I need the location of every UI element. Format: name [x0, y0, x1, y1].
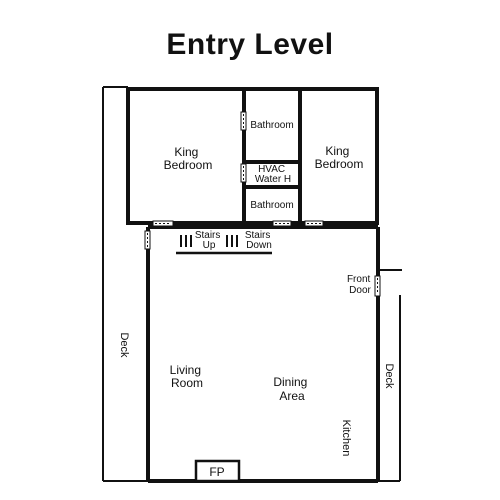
lower-walls [146, 225, 380, 483]
svg-text:King Bedroom: King Bedroom [164, 145, 213, 172]
svg-text:Living Room: Living Room [170, 363, 205, 390]
svg-text:Stairs Down: Stairs Down [245, 230, 273, 251]
door-hvac [240, 163, 247, 183]
page-title: Entry Level [166, 28, 334, 61]
fireplace-box [194, 459, 241, 483]
svg-text:Bathroom: Bathroom [250, 120, 293, 131]
front-door-line2: Door [349, 285, 371, 296]
svg-text:King Bedroom: King Bedroom [315, 144, 364, 171]
hvac-line1: HVAC [258, 164, 285, 175]
fireplace-label: FP [209, 465, 224, 479]
living-room-line1: Living [170, 363, 201, 377]
stairs-down-line1: Stairs [245, 230, 271, 241]
hvac-line2: Water H [255, 174, 291, 185]
stairs-up-treads [180, 235, 192, 247]
svg-text:HVAC Water H: HVAC Water H [255, 164, 291, 185]
front-door-line1: Front [347, 274, 371, 285]
dining-area-line2: Area [279, 389, 305, 403]
svg-text:Stairs Up: Stairs Up [195, 230, 223, 251]
door-right-bedroom [304, 220, 324, 227]
deck-right-label: Deck [383, 363, 395, 389]
deck-right-outline [378, 269, 402, 482]
svg-text:Dining Area: Dining Area [273, 375, 310, 403]
stairs-down-line2: Down [246, 240, 272, 251]
svg-text:Bathroom: Bathroom [250, 200, 293, 211]
kitchen-label: Kitchen [340, 420, 352, 457]
deck-left-outline [102, 86, 148, 482]
stairs-up-line1: Stairs [195, 230, 221, 241]
bathroom-top-label: Bathroom [250, 120, 293, 131]
bathroom-bottom-label: Bathroom [250, 200, 293, 211]
door-bathroom-top [240, 111, 247, 131]
living-room-line2: Room [171, 376, 203, 390]
door-bathroom-bottom [272, 220, 292, 227]
upper-walls [126, 87, 379, 225]
king-bedroom-right-line2: Bedroom [315, 157, 364, 171]
stairs-down-treads [226, 235, 238, 247]
king-bedroom-left-line1: King [174, 145, 198, 159]
door-deck-left [144, 230, 151, 250]
dining-area-line1: Dining [273, 375, 307, 389]
king-bedroom-right-line1: King [325, 144, 349, 158]
king-bedroom-left-line2: Bedroom [164, 158, 213, 172]
stairs-up-line2: Up [203, 240, 216, 251]
deck-left-label: Deck [118, 332, 130, 358]
door-marker-dots [147, 114, 378, 294]
svg-text:Front Door: Front Door [347, 274, 373, 296]
